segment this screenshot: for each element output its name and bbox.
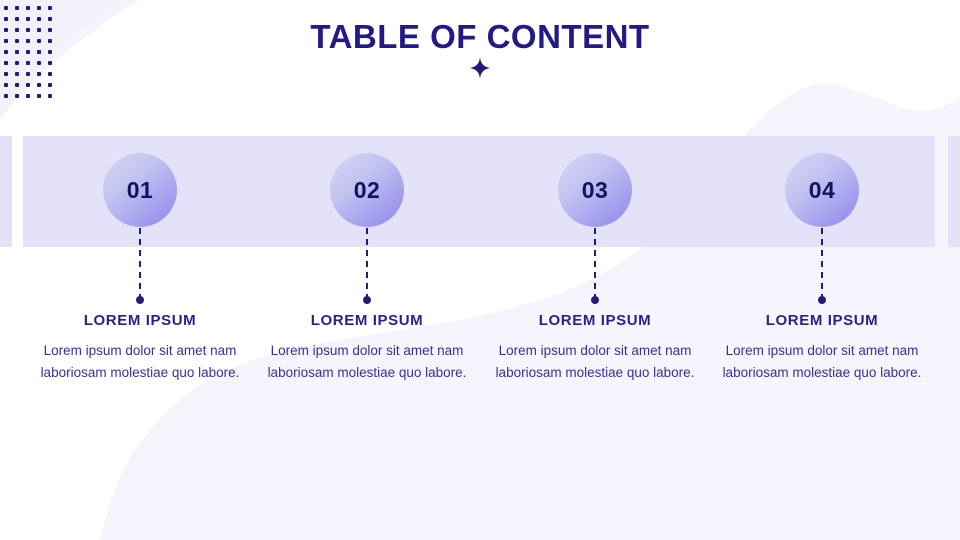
item-body-text: Lorem ipsum dolor sit amet nam laboriosa… [495, 343, 695, 380]
toc-item-2[interactable]: 02 LOREM IPSUM Lorem ipsum dolor sit ame… [253, 0, 481, 540]
connector-end-dot [591, 296, 599, 304]
connector-line [366, 228, 368, 300]
grid-dot [48, 94, 52, 98]
grid-dot [26, 39, 30, 43]
item-body-text: Lorem ipsum dolor sit amet nam laboriosa… [267, 343, 467, 380]
grid-dot [48, 61, 52, 65]
grid-dot [37, 83, 41, 87]
grid-dot [15, 50, 19, 54]
grid-dot [37, 94, 41, 98]
grid-dot [37, 17, 41, 21]
item-heading: LOREM IPSUM [83, 312, 197, 329]
grid-dot [48, 6, 52, 10]
connector-line [821, 228, 823, 300]
sparkle-icon [470, 57, 490, 79]
toc-item-4[interactable]: 04 LOREM IPSUM Lorem ipsum dolor sit ame… [708, 0, 936, 540]
grid-dot [26, 72, 30, 76]
connector-line [139, 228, 141, 300]
grid-dot [4, 94, 8, 98]
grid-dot [26, 28, 30, 32]
grid-dot [37, 39, 41, 43]
step-number-label: 04 [808, 176, 836, 203]
step-number-label: 03 [581, 176, 609, 203]
grid-dot [15, 61, 19, 65]
item-body-text: Lorem ipsum dolor sit amet nam laboriosa… [40, 343, 240, 380]
connector-end-dot [136, 296, 144, 304]
step-number-badge[interactable]: 03 [558, 153, 632, 227]
item-heading: LOREM IPSUM [310, 312, 424, 329]
grid-dot [48, 83, 52, 87]
toc-item-1[interactable]: 01 LOREM IPSUM Lorem ipsum dolor sit ame… [26, 0, 254, 540]
grid-dot [26, 94, 30, 98]
step-number-label: 01 [126, 176, 154, 203]
grid-dot [4, 6, 8, 10]
grid-dot [4, 83, 8, 87]
grid-dot [37, 6, 41, 10]
grid-dot [4, 72, 8, 76]
grid-dot [48, 17, 52, 21]
item-body-text: Lorem ipsum dolor sit amet nam laboriosa… [722, 343, 922, 380]
grid-dot [37, 28, 41, 32]
connector-end-dot [363, 296, 371, 304]
grid-dot [26, 61, 30, 65]
grid-dot [15, 94, 19, 98]
grid-dot [48, 72, 52, 76]
grid-dot [48, 28, 52, 32]
grid-dot [15, 83, 19, 87]
grid-dot [4, 50, 8, 54]
grid-dot [15, 6, 19, 10]
grid-dot [37, 72, 41, 76]
grid-dot [48, 50, 52, 54]
grid-dot [4, 17, 8, 21]
grid-dot [26, 83, 30, 87]
connector-end-dot [818, 296, 826, 304]
connector-line [594, 228, 596, 300]
grid-dot [48, 39, 52, 43]
grid-dot [26, 17, 30, 21]
toc-item-3[interactable]: 03 LOREM IPSUM Lorem ipsum dolor sit ame… [481, 0, 709, 540]
grid-dot [26, 50, 30, 54]
page-title: TABLE OF CONTENT [310, 18, 650, 55]
step-number-badge[interactable]: 02 [330, 153, 404, 227]
grid-dot [15, 39, 19, 43]
grid-dot [37, 50, 41, 54]
grid-dot [15, 72, 19, 76]
grid-dot [4, 61, 8, 65]
band-edge-left [0, 136, 12, 247]
grid-dot [4, 28, 8, 32]
step-number-label: 02 [353, 176, 381, 203]
band-edge-right [948, 136, 960, 247]
grid-dot [15, 28, 19, 32]
item-heading: LOREM IPSUM [765, 312, 879, 329]
item-heading: LOREM IPSUM [538, 312, 652, 329]
grid-dot [37, 61, 41, 65]
grid-dot [26, 6, 30, 10]
step-number-badge[interactable]: 04 [785, 153, 859, 227]
grid-dot [15, 17, 19, 21]
grid-dot [4, 39, 8, 43]
dot-grid-decoration [4, 6, 64, 110]
step-number-badge[interactable]: 01 [103, 153, 177, 227]
